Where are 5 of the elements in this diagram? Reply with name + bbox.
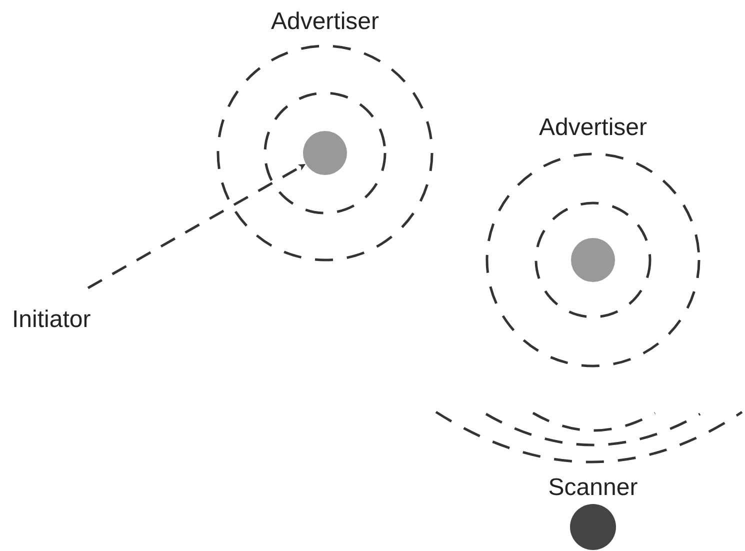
node-label: Advertiser xyxy=(270,8,380,36)
node-label: Initiator xyxy=(12,305,92,335)
node-label: Advertiser xyxy=(538,114,648,142)
node-label: Scanner xyxy=(547,474,639,502)
dashed-arrow xyxy=(87,163,306,290)
